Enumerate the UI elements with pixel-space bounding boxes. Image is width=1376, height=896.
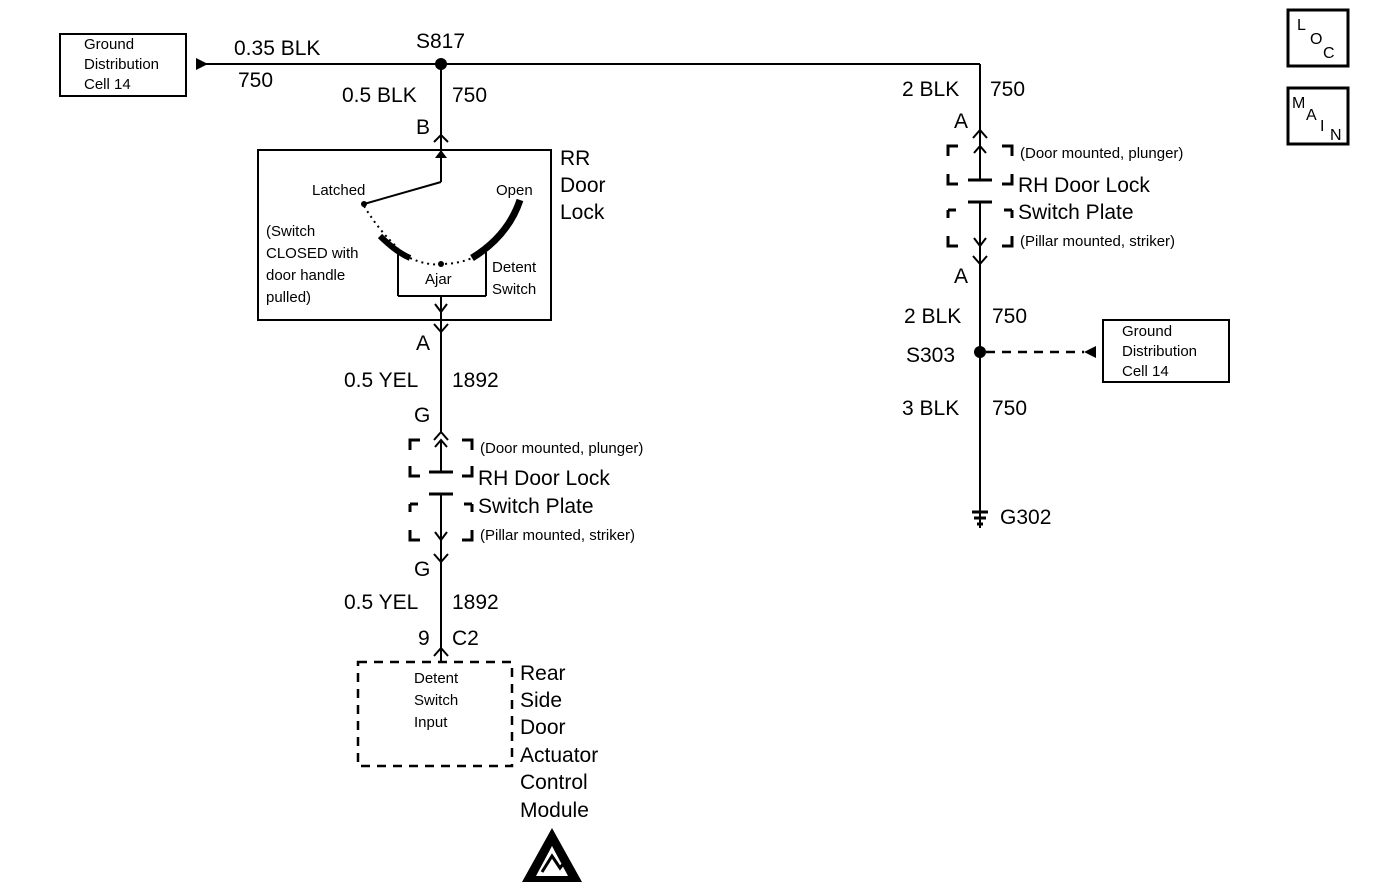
module-name-line-1: Rear (520, 662, 566, 685)
ground-box-right-line2: Distribution (1122, 343, 1197, 360)
ground-distribution-box-top[interactable]: Ground Distribution Cell 14 (59, 33, 187, 97)
esd-warning-icon (522, 828, 582, 882)
ground-box-top-line1: Ground (84, 36, 134, 53)
connector-c2-icon (433, 646, 449, 657)
loc-letter-c: C (1323, 45, 1335, 62)
rr-door-lock-title-1: RR (560, 147, 590, 170)
ground-arrow-icon-right (1084, 346, 1096, 358)
right-plate-striker-note: (Pillar mounted, striker) (1020, 233, 1175, 250)
module-name-line-6: Module (520, 799, 589, 822)
switch-arm (363, 181, 442, 205)
rr-door-lock-title-2: Door (560, 174, 606, 197)
top-wire-gauge: 0.35 BLK (234, 37, 320, 60)
right-switch-plate (946, 144, 1014, 248)
right-plate-title-1: RH Door Lock (1018, 174, 1150, 197)
splice-s303-dot (974, 346, 986, 358)
main-button[interactable]: M A I N (1286, 86, 1350, 146)
switch-note-3: door handle (266, 267, 345, 284)
loc-letter-l: L (1297, 17, 1306, 34)
ground-box-top-line3: Cell 14 (84, 76, 131, 93)
rr-door-lock-switch: Latched Open Ajar Detent Switch (Switch … (257, 149, 552, 321)
ground-box-top-line2: Distribution (84, 56, 159, 73)
switch-note-4: pulled) (266, 289, 311, 306)
ground-box-right-line3: Cell 14 (1122, 363, 1169, 380)
connector-g-top-icon (433, 430, 449, 441)
splice-s303-label: S303 (906, 344, 955, 367)
right-wire3-circuit: 750 (992, 397, 1027, 420)
left-plate-title-1: RH Door Lock (478, 467, 610, 490)
connector-b-label: B (416, 116, 430, 139)
left-plate-plunger-note: (Door mounted, plunger) (480, 440, 643, 457)
top-wire-circuit: 750 (238, 69, 273, 92)
right-wire1-circuit: 750 (990, 78, 1025, 101)
right-connector-a-bottom-label: A (954, 265, 968, 288)
connector-a-label: A (416, 332, 430, 355)
left-plate-striker-note: (Pillar mounted, striker) (480, 527, 635, 544)
module-box-line-2: Switch (414, 692, 458, 709)
left-plate-title-2: Switch Plate (478, 495, 594, 518)
ground-g302-label: G302 (1000, 506, 1051, 529)
module-name-line-3: Door (520, 716, 566, 739)
right-wire3-gauge: 3 BLK (902, 397, 959, 420)
module-name-line-2: Side (520, 689, 562, 712)
right-connector-a-top-label: A (954, 110, 968, 133)
switch-note-1: (Switch (266, 223, 315, 240)
right-plate-plunger-note: (Door mounted, plunger) (1020, 145, 1183, 162)
right-wire2-circuit: 750 (992, 305, 1027, 328)
main-letter-n: N (1330, 127, 1342, 144)
ground-g302-icon (972, 510, 988, 528)
connector-g-top-label: G (414, 404, 430, 427)
ground-box-right-line1: Ground (1122, 323, 1172, 340)
connector-g-bottom-label: G (414, 558, 430, 581)
left-wire3-gauge: 0.5 YEL (344, 591, 418, 614)
main-letter-m: M (1292, 95, 1305, 112)
main-letter-i: I (1320, 118, 1324, 135)
module-box-line-3: Input (414, 714, 448, 731)
connector-pin-9-label: 9 (418, 627, 430, 650)
right-wire2-gauge: 2 BLK (904, 305, 961, 328)
module-name-line-5: Control (520, 771, 588, 794)
connector-c2-label: C2 (452, 627, 479, 650)
rr-door-lock-title-3: Lock (560, 201, 605, 224)
left-wire2-circuit: 1892 (452, 369, 499, 392)
switch-latched-label: Latched (312, 182, 365, 199)
switch-open-label: Open (496, 182, 533, 199)
left-wire1-gauge: 0.5 BLK (342, 84, 417, 107)
detent-switch-input-box: Detent Switch Input (356, 660, 514, 768)
loc-button[interactable]: L O C (1286, 8, 1350, 68)
left-switch-plate (408, 438, 474, 542)
left-wire1-circuit: 750 (452, 84, 487, 107)
main-letter-a: A (1306, 107, 1317, 124)
detent-switch-label-2: Switch (492, 281, 536, 298)
switch-ajar-label: Ajar (425, 271, 452, 288)
module-box-line-1: Detent (414, 670, 459, 687)
loc-letter-o: O (1310, 31, 1322, 48)
left-wire2-gauge: 0.5 YEL (344, 369, 418, 392)
module-name-line-4: Actuator (520, 744, 598, 767)
ground-distribution-box-right[interactable]: Ground Distribution Cell 14 (1102, 319, 1230, 383)
right-plate-title-2: Switch Plate (1018, 201, 1134, 224)
left-wire3-circuit: 1892 (452, 591, 499, 614)
switch-note-2: CLOSED with (266, 245, 359, 262)
splice-s817-label: S817 (416, 30, 465, 53)
right-wire1-gauge: 2 BLK (902, 78, 959, 101)
detent-switch-label-1: Detent (492, 259, 537, 276)
